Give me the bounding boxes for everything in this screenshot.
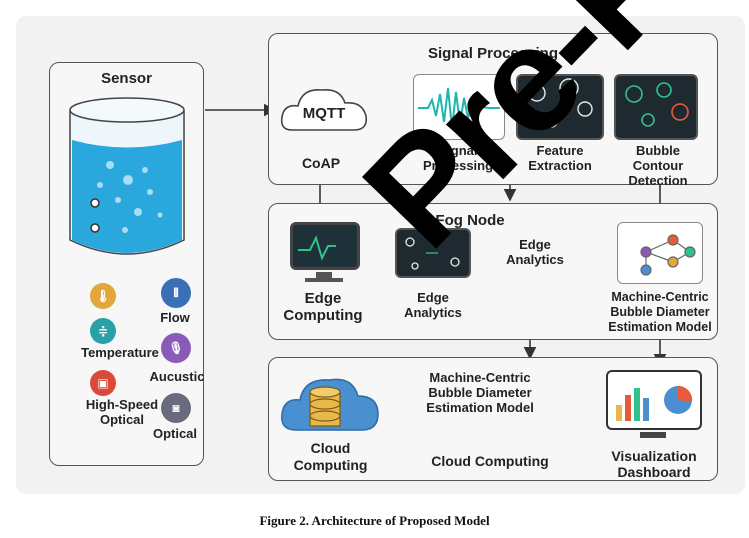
camera-icon: ◙ — [161, 393, 191, 423]
cloud-computing-label: Cloud Computing — [293, 440, 368, 473]
feature-circles-icon — [528, 78, 593, 128]
database-icon — [309, 386, 341, 427]
flow-label: Flow — [160, 310, 190, 325]
waveform-icon — [418, 87, 500, 129]
temperature-label: Temperature — [81, 345, 159, 360]
acoustic-sensor-icon: 🎙 — [161, 333, 191, 363]
dashboard-pie-chart-icon — [664, 385, 693, 414]
neural-network-icon — [640, 234, 696, 276]
dashboard-bar-chart-icon — [616, 388, 649, 421]
fog-node-title: Fog Node — [435, 212, 505, 229]
bubble-contour-box — [614, 74, 698, 140]
high-speed-optical-icon: ▣ — [90, 370, 116, 396]
figure-caption: Figure 2. Architecture of Proposed Model — [259, 513, 490, 528]
visualization-dashboard-label: Visualization Dashboard — [611, 448, 697, 480]
water-tank-icon — [69, 97, 185, 255]
signal-processing-title: Signal Processing — [427, 45, 559, 62]
ml-model-label: Machine-Centric Bubble Diameter Estimati… — [608, 290, 712, 334]
optical-label: Optical — [152, 426, 198, 441]
high-speed-optical-label: High-Speed Optical — [85, 397, 159, 427]
edge-analytics-icon — [405, 236, 460, 270]
signal-processing-label: Signal Processing — [422, 143, 494, 173]
temperature-sensor-icon: ≑ — [90, 318, 116, 344]
edge-computing-label: Edge Computing — [283, 290, 363, 324]
sensor-title: Sensor — [101, 70, 152, 87]
feature-extraction-label: Feature Extraction — [528, 143, 592, 173]
coap-label: CoAP — [301, 155, 341, 171]
acoustic-label: Aucustic — [149, 369, 205, 384]
flow-sensor-icon: ⦀ — [161, 278, 191, 308]
cloud-model-text: Machine-Centric Bubble Diameter Estimati… — [426, 370, 534, 415]
thermometer-icon: 🌡 — [90, 283, 116, 309]
mqtt-label: MQTT — [302, 105, 346, 122]
bubble-contour-icon — [625, 82, 689, 127]
cloud-computing-text: Cloud Computing — [431, 453, 549, 469]
edge-computing-monitor-icon — [290, 222, 360, 270]
bubble-contour-label: Bubble Contour Detection — [628, 143, 688, 188]
edge-analytics-text: Edge Analytics — [506, 237, 564, 267]
edge-analytics-label: Edge Analytics — [404, 290, 462, 320]
mqtt-cloud-icon — [280, 88, 368, 131]
